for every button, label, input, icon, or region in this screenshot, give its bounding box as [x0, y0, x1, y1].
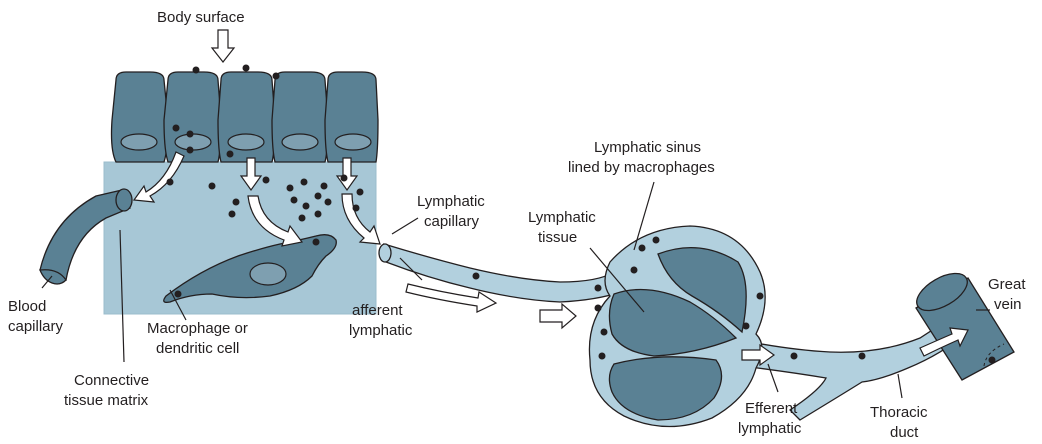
epithelial-cell-layer: [112, 72, 379, 162]
cell-nucleus: [121, 134, 157, 150]
cell-nucleus: [175, 134, 211, 150]
label-great-vein: Great vein: [988, 276, 1030, 313]
right-arrow-icon: [540, 304, 576, 328]
label-thoracic-duct: Thoracic duct: [870, 404, 932, 441]
down-arrow-icon: [212, 30, 234, 62]
cell-nucleus: [335, 134, 371, 150]
label-lymphatic-capillary: Lymphatic capillary: [417, 193, 489, 230]
label-lymphatic-tissue: Lymphatic tissue: [528, 209, 600, 246]
label-lymphatic-sinus: Lymphatic sinus lined by macrophages: [568, 139, 715, 176]
label-connective-tissue-matrix: Connective tissue matrix: [64, 372, 153, 409]
label-macrophage: Macrophage or dendritic cell: [147, 320, 252, 357]
label-afferent-lymphatic: afferent lymphatic: [349, 302, 413, 339]
lymphatic-capillary-opening: [379, 244, 391, 262]
cell-nucleus: [282, 134, 318, 150]
label-efferent-lymphatic: Efferent lymphatic: [738, 400, 802, 437]
cell-nucleus: [228, 134, 264, 150]
label-body-surface: Body surface: [157, 9, 245, 26]
macrophage-nucleus: [250, 263, 286, 285]
label-blood-capillary: Blood capillary: [8, 298, 64, 335]
